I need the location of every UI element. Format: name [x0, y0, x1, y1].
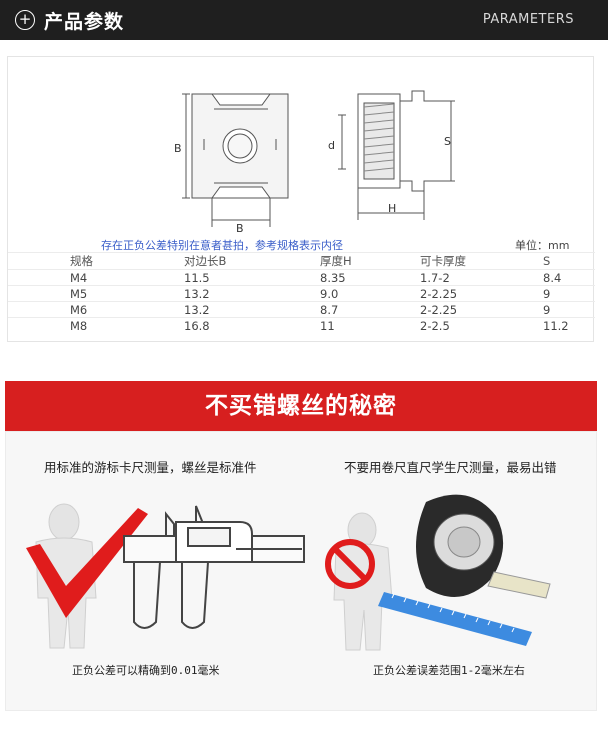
- spec-table: 规格 对边长B 厚度H 可卡厚度 S M4 11.5 8.35 1.7-2 8.…: [8, 252, 595, 334]
- table-row: M4 11.5 8.35 1.7-2 8.4: [8, 269, 595, 286]
- parameter-panel: B B d S H 存在正负公差特别在意者甚拍，参考规格表示内径 单位：mm 规…: [7, 56, 595, 342]
- table-cell: 8.35: [278, 269, 396, 286]
- table-row: M5 13.2 9.0 2-2.25 9: [8, 285, 595, 302]
- section-header: + 产品参数 PARAMETERS: [0, 0, 608, 40]
- table-header-row: 规格 对边长B 厚度H 可卡厚度 S: [8, 252, 595, 270]
- front-width-label: B: [236, 222, 244, 235]
- tape-method-title: 不要用卷尺直尺学生尺测量，最易出错: [344, 460, 557, 475]
- table-cell: 9: [503, 301, 595, 318]
- caliper-precision-caption: 正负公差可以精确到0.01毫米: [72, 664, 220, 677]
- table-row: M6 13.2 8.7 2-2.25 9: [8, 301, 595, 318]
- plus-circle-icon: +: [15, 10, 35, 30]
- table-cell: M4: [8, 269, 168, 286]
- table-cell: 8.4: [503, 269, 595, 286]
- table-cell: 2-2.25: [396, 301, 503, 318]
- column-header: 对边长B: [168, 252, 278, 270]
- technical-drawing: B B d S H: [174, 90, 455, 235]
- side-h-label: H: [388, 202, 396, 215]
- table-cell: 8.7: [278, 301, 396, 318]
- prohibited-icon: [325, 539, 375, 589]
- table-cell: 2-2.5: [396, 317, 503, 334]
- table-cell: M6: [8, 301, 168, 318]
- section-title: 产品参数: [44, 11, 125, 33]
- table-cell: 1.7-2: [396, 269, 503, 286]
- column-header: 可卡厚度: [396, 252, 503, 270]
- table-cell: M5: [8, 285, 168, 302]
- caliper-icon: [123, 505, 305, 629]
- section-title-english: PARAMETERS: [482, 12, 574, 27]
- side-s-label: S: [444, 135, 451, 148]
- column-header: 规格: [8, 252, 168, 270]
- secret-banner: 不买错螺丝的秘密: [5, 381, 597, 431]
- table-cell: 11.2: [503, 317, 595, 334]
- side-view-drawing: [338, 90, 455, 220]
- ruler-icon: [378, 592, 532, 646]
- front-height-label: B: [174, 142, 182, 155]
- table-cell: M8: [8, 317, 168, 334]
- front-view-drawing: [182, 93, 289, 227]
- table-cell: 11: [278, 317, 396, 334]
- table-cell: 13.2: [168, 301, 278, 318]
- tape-error-caption: 正负公差误差范围1-2毫米左右: [373, 664, 525, 677]
- checkmark-icon: [26, 508, 148, 618]
- column-header: S: [503, 252, 595, 270]
- table-cell: 2-2.25: [396, 285, 503, 302]
- tape-measure-icon: [416, 494, 551, 599]
- tolerance-note: 存在正负公差特别在意者甚拍，参考规格表示内径: [101, 239, 343, 252]
- column-header: 厚度H: [278, 252, 396, 270]
- caliper-method-title: 用标准的游标卡尺测量，螺丝是标准件: [44, 460, 257, 475]
- comparison-illustration: [26, 494, 551, 651]
- person-figure-icon: [333, 512, 393, 651]
- table-cell: 9: [503, 285, 595, 302]
- measurement-comparison: 用标准的游标卡尺测量，螺丝是标准件 不要用卷尺直尺学生尺测量，最易出错 正负公差…: [5, 431, 597, 711]
- table-cell: 13.2: [168, 285, 278, 302]
- unit-label: 单位：mm: [515, 239, 570, 252]
- table-cell: 11.5: [168, 269, 278, 286]
- table-cell: 9.0: [278, 285, 396, 302]
- side-d-label: d: [328, 139, 335, 152]
- table-row: M8 16.8 11 2-2.5 11.2: [8, 317, 595, 334]
- table-cell: 16.8: [168, 317, 278, 334]
